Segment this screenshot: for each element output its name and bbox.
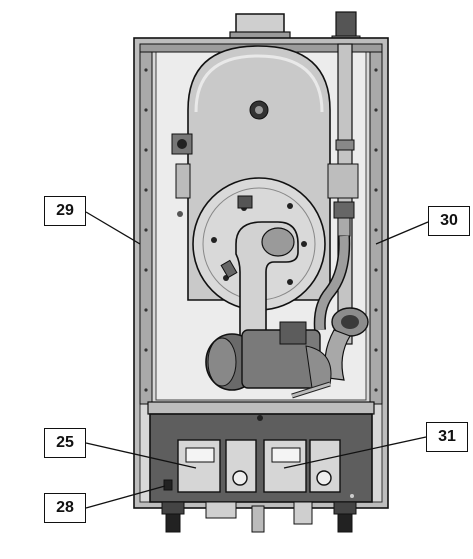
leader-28 bbox=[85, 485, 166, 509]
leader-25 bbox=[85, 442, 197, 469]
callout-28: 28 bbox=[44, 493, 86, 523]
gas-hose bbox=[313, 235, 351, 331]
flue-collar bbox=[229, 13, 291, 41]
leader-30 bbox=[375, 221, 429, 245]
gas-valve bbox=[333, 201, 355, 237]
callout-30: 30 bbox=[428, 206, 470, 236]
leader-lines bbox=[85, 211, 429, 509]
leader-31 bbox=[283, 436, 427, 469]
bottom-connections bbox=[161, 501, 357, 533]
side-bracket bbox=[171, 133, 359, 217]
control-box bbox=[147, 401, 375, 503]
leader-29 bbox=[85, 211, 141, 245]
callout-31: 31 bbox=[426, 422, 468, 452]
intake-elbow bbox=[235, 221, 299, 341]
callout-29: 29 bbox=[44, 196, 86, 226]
callout-25: 25 bbox=[44, 428, 86, 458]
condensate-line bbox=[291, 381, 331, 399]
pipe-elbow bbox=[324, 307, 369, 381]
rail-holes bbox=[144, 68, 378, 392]
